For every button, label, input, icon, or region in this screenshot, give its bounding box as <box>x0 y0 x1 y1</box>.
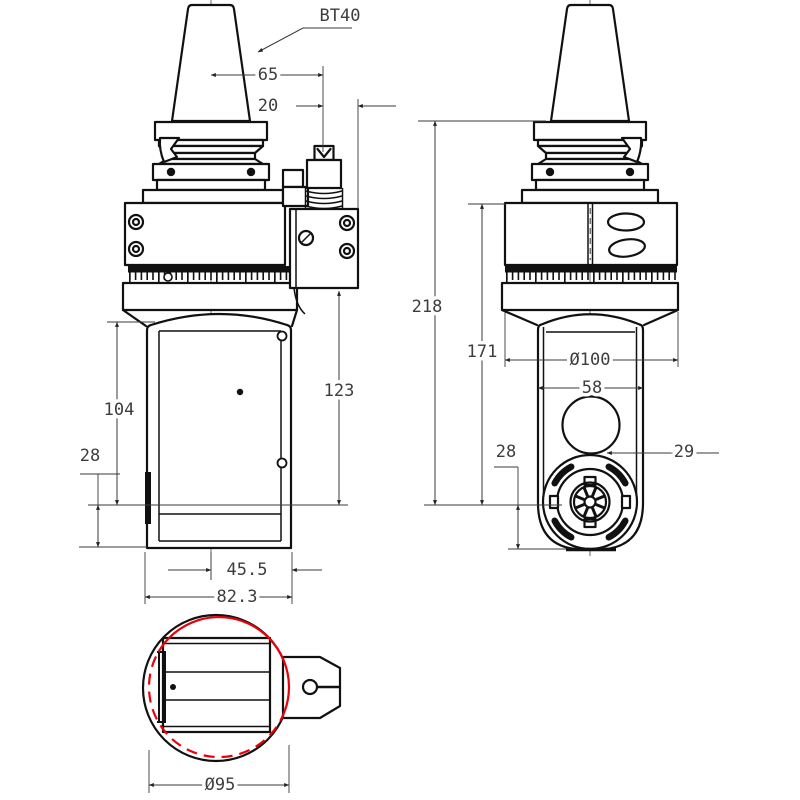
front-view-dimensions: BT40 65 20 123 104 28 45.5 82.3 <box>76 3 396 611</box>
dim-45-5: 45.5 <box>227 560 268 580</box>
front-taper-cone <box>170 3 252 123</box>
side-wide-band <box>500 281 680 312</box>
front-graduated-scale <box>128 266 290 284</box>
front-body-dot <box>236 388 244 396</box>
front-view <box>121 0 360 580</box>
side-view-dimensions: 218 171 28 Ø100 58 29 <box>408 120 719 550</box>
thread-section <box>304 188 344 210</box>
bottom-view-dimensions: Ø95 <box>148 745 290 799</box>
dim-diameter-100: Ø100 <box>570 350 611 370</box>
dim-diameter-95: Ø95 <box>205 775 236 795</box>
side-flange <box>520 120 660 205</box>
dim-28-side: 28 <box>496 442 516 462</box>
slotted-screw <box>297 229 315 247</box>
side-graduated-scale <box>505 266 677 284</box>
front-body-key <box>145 472 151 524</box>
side-view <box>500 0 680 556</box>
front-housing-block <box>123 201 287 267</box>
front-flange-notch <box>158 136 181 164</box>
housing-oval-2 <box>608 238 646 258</box>
label-taper-bt40: BT40 <box>320 6 361 26</box>
bottom-body-block <box>157 636 272 734</box>
dim-29: 29 <box>674 442 694 462</box>
side-bore-circle <box>561 395 621 455</box>
side-taper-cone <box>549 3 631 123</box>
dim-58: 58 <box>582 378 602 398</box>
bottom-tab <box>281 655 342 720</box>
spindle-arc-slots <box>551 463 629 541</box>
front-side-attachment <box>281 144 360 315</box>
side-housing-block <box>503 201 679 267</box>
dim-20: 20 <box>258 96 278 116</box>
dim-123: 123 <box>324 381 355 401</box>
housing-oval-1 <box>606 212 646 232</box>
dim-104: 104 <box>104 400 135 420</box>
scale-index-marker <box>163 272 173 282</box>
knob-v-mark <box>316 147 332 159</box>
dim-28-front: 28 <box>80 446 100 466</box>
spindle-face <box>541 453 639 552</box>
side-flange-notch <box>620 136 643 164</box>
dim-65: 65 <box>258 65 278 85</box>
dim-171: 171 <box>467 342 498 362</box>
front-wide-band <box>121 281 299 312</box>
front-body <box>145 312 293 550</box>
dim-82-3: 82.3 <box>217 587 258 607</box>
spindle-spoke-hub <box>569 481 611 523</box>
bottom-view <box>141 613 342 763</box>
bottom-dot <box>170 684 176 690</box>
front-flange <box>141 120 285 205</box>
adjustment-knob <box>305 158 343 190</box>
dim-218: 218 <box>412 297 443 317</box>
bt40-leader <box>257 27 352 53</box>
swing-diameter-circle <box>147 616 291 759</box>
